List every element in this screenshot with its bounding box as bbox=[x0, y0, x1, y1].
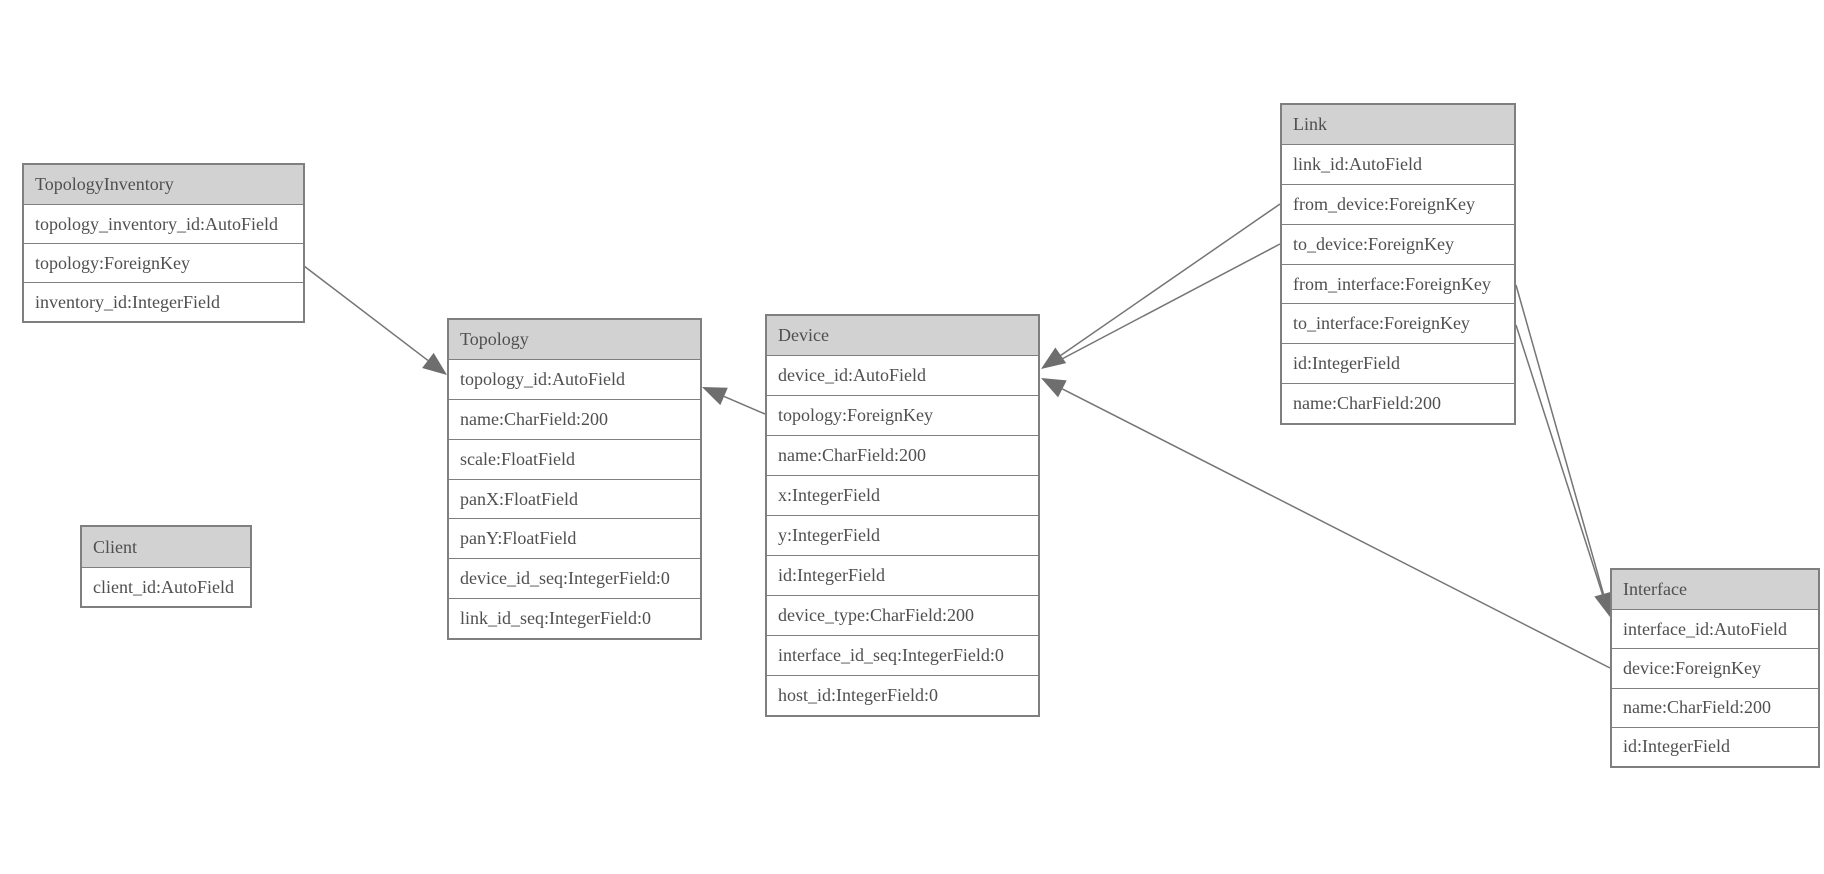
field-row-name: name:CharField:200 bbox=[449, 398, 700, 439]
edge-line-topologyinventory-topology-to-topology-topology-id bbox=[303, 265, 429, 362]
field-row-name: name:CharField:200 bbox=[1612, 687, 1818, 727]
field-row-to-device: to_device:ForeignKey bbox=[1282, 223, 1514, 264]
field-row-scale: scale:FloatField bbox=[449, 438, 700, 479]
arrowhead-topology-topology-id bbox=[702, 387, 728, 406]
field-row-from-interface: from_interface:ForeignKey bbox=[1282, 263, 1514, 304]
field-row-topology-inventory-id: topology_inventory_id:AutoField bbox=[24, 205, 303, 243]
field-row-pany: panY:FloatField bbox=[449, 518, 700, 559]
field-row-id: id:IntegerField bbox=[1282, 343, 1514, 384]
entity-title: Topology bbox=[449, 320, 700, 360]
field-row-id: id:IntegerField bbox=[767, 555, 1038, 595]
entity-title: Device bbox=[767, 316, 1038, 356]
field-row-device-id-seq: device_id_seq:IntegerField:0 bbox=[449, 558, 700, 599]
field-row-id: id:IntegerField bbox=[1612, 726, 1818, 766]
field-row-name: name:CharField:200 bbox=[1282, 383, 1514, 424]
field-row-topology: topology:ForeignKey bbox=[24, 243, 303, 282]
field-row-y: y:IntegerField bbox=[767, 515, 1038, 555]
field-row-x: x:IntegerField bbox=[767, 475, 1038, 515]
field-row-device-type: device_type:CharField:200 bbox=[767, 595, 1038, 635]
field-row-host-id: host_id:IntegerField:0 bbox=[767, 675, 1038, 715]
field-row-interface-id-seq: interface_id_seq:IntegerField:0 bbox=[767, 635, 1038, 675]
field-row-panx: panX:FloatField bbox=[449, 478, 700, 519]
field-row-inventory-id: inventory_id:IntegerField bbox=[24, 282, 303, 321]
arrowhead-interface-interface-id bbox=[1594, 591, 1613, 617]
edge-line-link-to-interface-to-interface-interface-id bbox=[1515, 324, 1605, 600]
arrowhead-device-device-id bbox=[1041, 378, 1067, 398]
field-row-link-id-seq: link_id_seq:IntegerField:0 bbox=[449, 598, 700, 639]
entity-title: Link bbox=[1282, 105, 1514, 145]
field-row-topology: topology:ForeignKey bbox=[767, 395, 1038, 435]
arrowhead-device-device-id bbox=[1041, 347, 1067, 369]
field-row-device: device:ForeignKey bbox=[1612, 648, 1818, 688]
edge-line-interface-device-to-device-device-id bbox=[1062, 388, 1611, 669]
field-row-link-id: link_id:AutoField bbox=[1282, 145, 1514, 184]
entity-title: Client bbox=[82, 527, 250, 568]
arrowhead-topology-topology-id bbox=[422, 352, 447, 375]
edge-line-link-to-device-to-device-device-id bbox=[1059, 243, 1281, 361]
entity-title: TopologyInventory bbox=[24, 165, 303, 205]
field-row-topology-id: topology_id:AutoField bbox=[449, 360, 700, 399]
field-row-from-device: from_device:ForeignKey bbox=[1282, 183, 1514, 224]
edge-line-link-from-device-to-device-device-id bbox=[1060, 203, 1281, 356]
edge-line-device-topology-to-topology-topology-id bbox=[723, 395, 766, 415]
entity-title: Interface bbox=[1612, 570, 1818, 610]
field-row-name: name:CharField:200 bbox=[767, 435, 1038, 475]
field-row-client-id: client_id:AutoField bbox=[82, 568, 250, 606]
field-row-interface-id: interface_id:AutoField bbox=[1612, 610, 1818, 649]
edge-line-link-from-interface-to-interface-interface-id bbox=[1515, 284, 1605, 595]
field-row-to-interface: to_interface:ForeignKey bbox=[1282, 303, 1514, 344]
field-row-device-id: device_id:AutoField bbox=[767, 356, 1038, 395]
